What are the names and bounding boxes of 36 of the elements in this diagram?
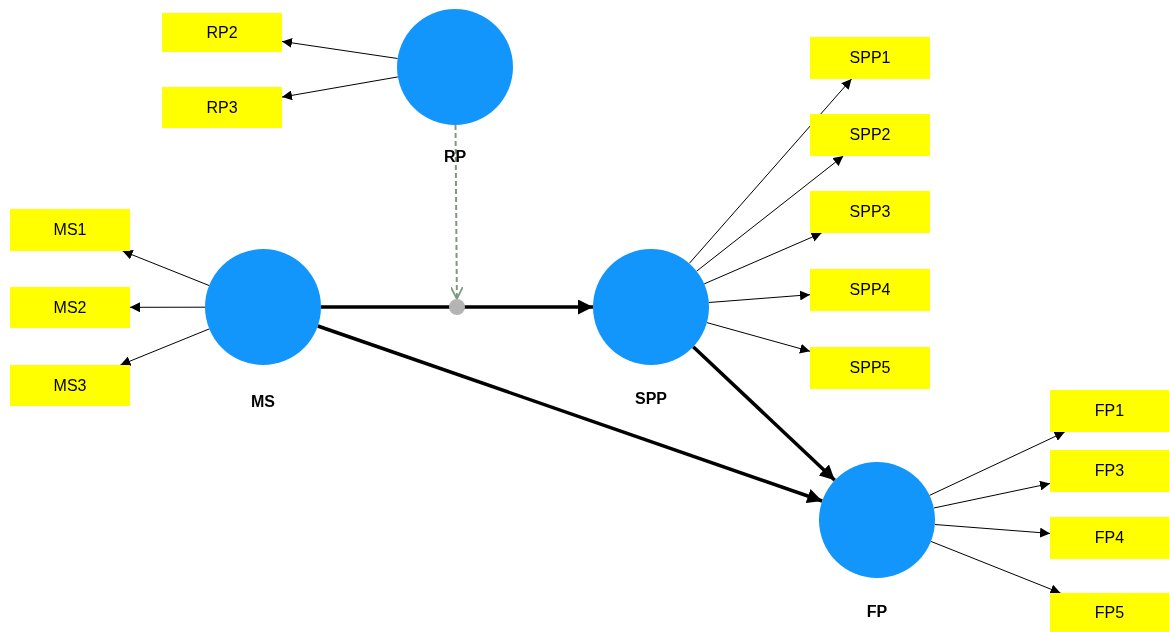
arrow [708, 290, 811, 303]
arrow [692, 345, 836, 482]
arrow [122, 250, 210, 286]
arrow [281, 37, 399, 59]
indicator-box: MS3 [10, 365, 130, 406]
arrow [281, 76, 399, 101]
indicator-box: FP5 [1050, 593, 1169, 632]
construct-label: MS [251, 393, 275, 411]
arrow [321, 299, 593, 315]
arrow [688, 78, 852, 264]
indicator-box: FP3 [1050, 450, 1169, 492]
arrow [703, 232, 823, 285]
arrow [934, 524, 1051, 538]
indicator-box: RP2 [162, 13, 282, 52]
indicator-box: SPP4 [810, 269, 930, 311]
arrow [706, 322, 811, 354]
dashed-arrow [449, 124, 464, 300]
construct-label: SPP [635, 390, 667, 408]
arrow [929, 431, 1066, 496]
indicator-box: MS1 [10, 209, 130, 251]
indicator-box: SPP2 [810, 114, 930, 156]
arrow [696, 155, 844, 272]
indicator-box: RP3 [162, 87, 282, 128]
indicator-box: SPP3 [810, 191, 930, 233]
indicator-box: SPP1 [810, 37, 930, 79]
arrow [129, 302, 206, 313]
indicator-box: MS2 [10, 287, 130, 328]
arrow [317, 324, 823, 504]
indicator-box: SPP5 [810, 347, 930, 389]
construct-label: FP [866, 603, 888, 621]
arrow [930, 540, 1061, 594]
indicator-box: FP4 [1050, 517, 1169, 559]
indicator-box: FP1 [1050, 390, 1169, 432]
construct-label: RP [443, 148, 467, 166]
arrow [119, 328, 210, 366]
arrow [933, 480, 1051, 509]
